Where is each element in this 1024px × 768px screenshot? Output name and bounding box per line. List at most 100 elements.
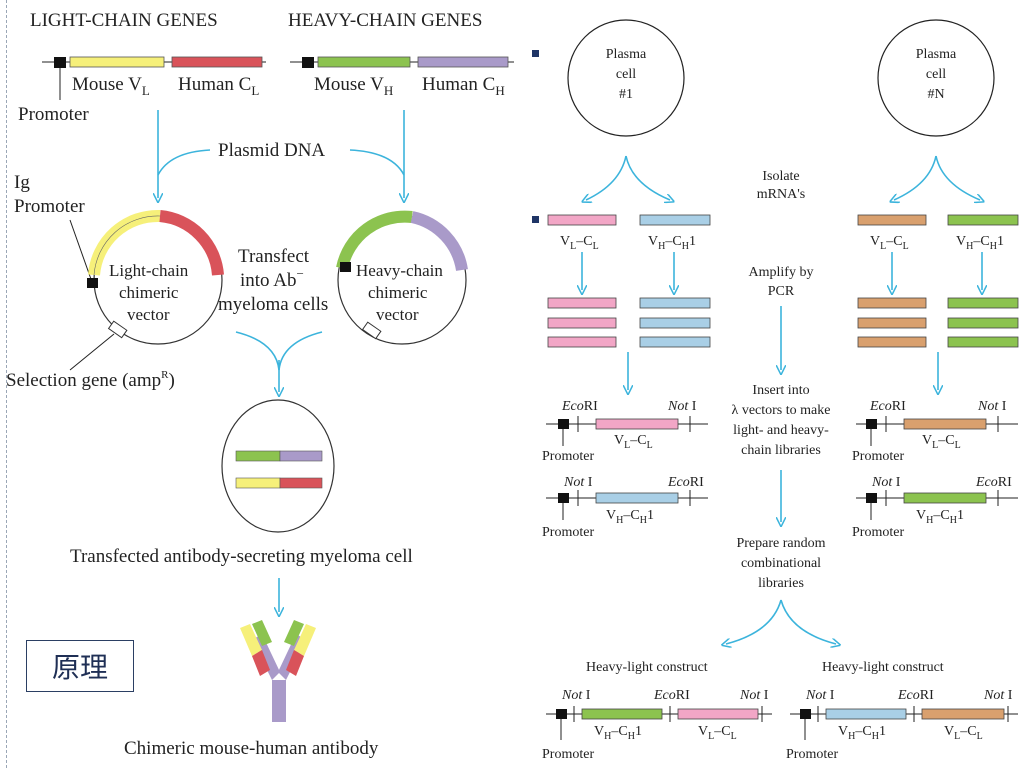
promoter-box (54, 57, 66, 68)
light-chain-gene (42, 56, 266, 68)
promoter-label: Promoter (18, 104, 89, 125)
plasma1-line3: #1 (619, 87, 633, 102)
ig-promoter-label: Promoter (14, 196, 85, 217)
plasma-cell-1 (567, 19, 685, 137)
prepare-label-3: libraries (758, 576, 804, 591)
pcr-stack-orange (857, 297, 927, 348)
light-chain-vector (87, 209, 224, 345)
svg-text:EcoRI: EcoRI (869, 399, 906, 414)
human-cl-label: Human CL (178, 74, 259, 98)
transfect-label-1: Transfect (238, 246, 310, 267)
insert-label-4: chain libraries (741, 443, 821, 458)
prepare-label-2: combinational (741, 556, 821, 571)
slide-left-border (6, 0, 8, 768)
plasma-cell-n (877, 19, 995, 137)
bullet-1 (532, 50, 539, 57)
construct2-vh-label: VH–CH1 (838, 724, 886, 742)
light-vector-label-3: vector (127, 305, 170, 324)
promoter-label-r4: Promoter (852, 525, 904, 540)
plasmid-dna-label: Plasmid DNA (218, 140, 325, 161)
heavy-light-construct-label-1: Heavy-light construct (586, 660, 708, 675)
insert-label-3: light- and heavy- (733, 423, 829, 438)
heavy-vector-label-3: vector (376, 305, 419, 324)
promoter-label-r3: Promoter (852, 449, 904, 464)
heavy-vector-label-2: chimeric (368, 283, 428, 302)
svg-text:Not I: Not I (871, 475, 901, 490)
amplify-label-1: Amplify by (749, 265, 814, 280)
vh-ch1-lambda-label-1: VH–CH1 (606, 508, 654, 526)
light-chain-genes-header: LIGHT-CHAIN GENES (30, 10, 218, 31)
svg-text:Not I: Not I (805, 688, 835, 703)
heavy-chain-gene (290, 56, 514, 68)
isolate-label-2: mRNA's (757, 187, 805, 202)
vh-ch1-lambda-label-n: VH–CH1 (916, 508, 964, 526)
mouse-vl-segment (69, 56, 165, 68)
heavy-chain-genes-header: HEAVY-CHAIN GENES (288, 10, 482, 31)
svg-text:VL–CL: VL–CL (560, 234, 599, 252)
myeloma-cell (221, 399, 335, 533)
lambda-light-vector-1: EcoRI Not I (546, 399, 708, 446)
vh-ch1-label-n: VH–CH1 (956, 234, 1004, 252)
svg-text:EcoRI: EcoRI (653, 688, 690, 703)
svg-text:Not I: Not I (977, 399, 1007, 414)
pcr-stack-green (947, 297, 1019, 348)
bullet-2 (532, 216, 539, 223)
vl-cl-label-n: VL–CL (870, 234, 909, 252)
svg-text:Not I: Not I (667, 399, 697, 414)
selection-gene-label: Selection gene (ampR) (6, 369, 175, 391)
human-ch-label: Human CH (422, 74, 505, 98)
svg-text:Not I: Not I (563, 475, 593, 490)
transfected-cell-label: Transfected antibody-secreting myeloma c… (70, 546, 413, 567)
plasmaN-line3: #N (927, 87, 944, 102)
construct1-vh-label: VH–CH1 (594, 724, 642, 742)
heavy-chain-vector (336, 210, 468, 345)
light-vector-label-1: Light-chain (109, 261, 189, 280)
construct1-vl-label: VL–CL (698, 724, 737, 742)
promoter-box (302, 57, 314, 68)
caption-box: 原理 (26, 640, 134, 692)
insert-label-2: λ vectors to make (732, 403, 831, 418)
plasma1-line2: cell (616, 67, 636, 82)
human-cl-segment (171, 56, 263, 68)
amplify-label-2: PCR (768, 284, 795, 299)
vl-cl-lambda-label-1: VL–CL (614, 433, 653, 451)
plasmaN-line2: cell (926, 67, 946, 82)
svg-text:Not I: Not I (983, 688, 1013, 703)
heavy-light-construct-label-2: Heavy-light construct (822, 660, 944, 675)
pcr-stack-blue (639, 297, 711, 348)
mouse-vl-label: Mouse VL (72, 74, 150, 98)
heavy-light-construct-2: Not I EcoRI Not I (790, 688, 1018, 740)
plasmaN-line1: Plasma (916, 47, 957, 62)
human-ch-segment (417, 56, 509, 68)
heavy-vector-label-1: Heavy-chain (356, 261, 443, 280)
lambda-heavy-vector-1: Not I EcoRI (546, 475, 708, 520)
svg-text:EcoRI: EcoRI (897, 688, 934, 703)
transfect-label-3: myeloma cells (218, 294, 328, 315)
caption-text: 原理 (51, 651, 108, 684)
promoter-label-c1: Promoter (542, 747, 594, 762)
ig-label: Ig (14, 172, 30, 193)
lambda-heavy-vector-n: Not I EcoRI (856, 475, 1018, 520)
light-vector-label-2: chimeric (119, 283, 179, 302)
mouse-vh-segment (317, 56, 411, 68)
vh-ch1-label-1: VH–CH1 (648, 234, 696, 252)
lambda-light-vector-n: EcoRI Not I (856, 399, 1018, 446)
isolate-label-1: Isolate (762, 169, 799, 184)
promoter-label-r1: Promoter (542, 449, 594, 464)
promoter-label-c2: Promoter (786, 747, 838, 762)
vl-cl-lambda-label-n: VL–CL (922, 433, 961, 451)
svg-text:Not I: Not I (739, 688, 769, 703)
svg-text:EcoRI: EcoRI (975, 475, 1012, 490)
plasma1-line1: Plasma (606, 47, 647, 62)
promoter-label-r2: Promoter (542, 525, 594, 540)
insert-label-1: Insert into (752, 383, 809, 398)
pcr-stack-pink (547, 297, 617, 348)
heavy-light-construct-1: Not I EcoRI Not I (546, 688, 772, 740)
chimeric-antibody-label: Chimeric mouse-human antibody (124, 738, 379, 759)
svg-text:EcoRI: EcoRI (667, 475, 704, 490)
vl-cl-label-1: VL–CL (560, 234, 599, 252)
svg-text:Not I: Not I (561, 688, 591, 703)
transfect-label-2: into Ab− (240, 266, 304, 291)
construct2-vl-label: VL–CL (944, 724, 983, 742)
